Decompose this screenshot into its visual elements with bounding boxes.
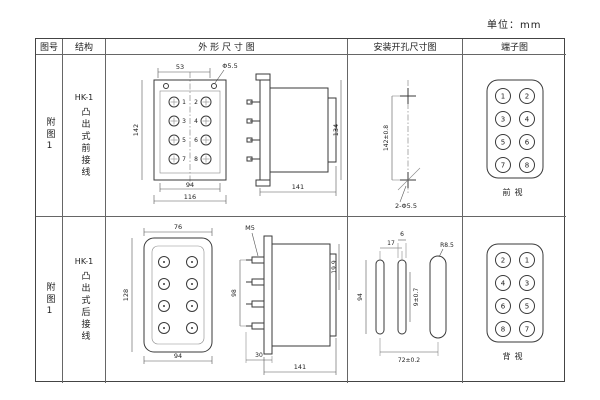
row1-terminal-1: 1 (182, 99, 186, 106)
row2-dim-height: 128 (122, 289, 130, 301)
row1-dim-depth: 141 (291, 183, 303, 191)
row2-outline-cell: 76 128 94 (106, 217, 348, 383)
row1-terminal-5: 5 (182, 137, 186, 144)
row2-fig-cell: 附图1 (36, 217, 63, 383)
header-fig-no: 图号 (36, 39, 63, 55)
row2-dim-bottom-width: 94 (173, 352, 181, 360)
row2-term-r3: 5 (524, 303, 528, 311)
row2-mount-corner-radius: R8.5 (440, 242, 454, 249)
row1-term-l3: 5 (500, 138, 504, 146)
row2-dim-side-height: 98 (231, 289, 238, 297)
row1-structure-cell: HK-1 凸出式前接线 (63, 55, 106, 217)
row2-mount-cell: 17 6 R8.5 94 9±0.7 72±0.2 (348, 217, 463, 383)
row2-terminal-cell: 2 1 4 3 6 5 8 7 背视 (463, 217, 566, 383)
row2-model: HK-1 (74, 257, 94, 266)
row1-term-l4: 7 (500, 161, 504, 169)
row2-mount-slot-width: 6 (400, 231, 404, 238)
row1-outline-cell: 53 Φ5.5 1 2 3 (106, 55, 348, 217)
row2-mount-slot-length: 94 (357, 293, 364, 301)
row1-terminal-diagram: 1 2 3 4 5 6 7 8 (486, 79, 543, 178)
row1-terminal-2: 2 (194, 99, 198, 106)
row1-mount-holes: 2-Φ5.5 (395, 202, 417, 210)
row1-front-view: 53 Φ5.5 1 2 3 (132, 62, 237, 204)
row2-fig-no: 附图1 (44, 281, 55, 319)
row2-term-l4: 8 (500, 326, 504, 334)
row2-term-r2: 3 (524, 280, 528, 288)
header-mount: 安装开孔尺寸图 (348, 39, 463, 55)
row2-dim-depth-front: 30 (255, 352, 263, 359)
row2-dim-screw: M5 (245, 224, 255, 232)
row1-side-view: 141 134 (246, 73, 341, 196)
unit-label: 单位：mm (487, 20, 542, 31)
row1-outline-drawing: 53 Φ5.5 1 2 3 (132, 62, 341, 204)
row1-terminal-8: 8 (194, 156, 198, 163)
row2-term-r4: 7 (524, 326, 528, 334)
row2-dim-top-width: 76 (173, 223, 181, 231)
row1-mount-drawing: 142±0.8 2-Φ5.5 (383, 79, 420, 210)
spec-table: 图号 结构 外 形 尺 寸 图 安装开孔尺寸图 端子图 附图1 HK-1 凸出式… (35, 38, 566, 383)
row2-term-l1: 2 (500, 257, 504, 265)
row1-term-l1: 1 (500, 92, 504, 100)
row2-term-r1: 1 (524, 257, 528, 265)
row2-mount-offset: 9±0.7 (413, 288, 420, 307)
row2-dim-depth: 141 (293, 363, 305, 371)
header-structure: 结构 (63, 39, 106, 55)
row1-dim-hole: Φ5.5 (222, 62, 237, 70)
row1-term-r2: 4 (524, 115, 529, 123)
row2-mount-drawing: 17 6 R8.5 94 9±0.7 72±0.2 (357, 231, 454, 364)
row2-term-l3: 6 (500, 303, 505, 311)
row1-structure-text: 凸出式前接线 (79, 106, 90, 179)
row1-dim-top-width: 53 (175, 63, 183, 71)
row1-dim-inner-width: 94 (185, 181, 193, 189)
row1-dim-height: 142 (132, 123, 140, 135)
row2-terminal-caption: 背视 (502, 352, 527, 361)
row2-mount-spacing: 72±0.2 (397, 357, 419, 364)
row2-front-view: 76 128 94 (122, 223, 212, 364)
row1-dim-side-height: 134 (332, 123, 340, 135)
row1-terminal-6: 6 (194, 137, 198, 144)
row2-structure-text: 凸出式后接线 (79, 271, 90, 343)
row1-terminal-3: 3 (182, 118, 186, 125)
row1-mount-spacing: 142±0.8 (383, 124, 390, 150)
row2-dim-terminal-pitch: 19.9 (331, 260, 338, 274)
row1-model: HK-1 (74, 92, 94, 102)
row1-term-r3: 6 (524, 138, 529, 146)
row2-outline-drawing: 76 128 94 (122, 223, 339, 375)
row2-mount-edge-offset: 17 (387, 240, 395, 247)
row1-fig-no: 附图1 (44, 117, 55, 154)
row2-side-view: M5 98 19.9 (231, 224, 339, 375)
row1-terminal-cell: 1 2 3 4 5 6 7 8 前视 (463, 55, 566, 217)
row1-terminal-7: 7 (182, 156, 186, 163)
row1-term-l2: 3 (500, 115, 504, 123)
header-outline: 外 形 尺 寸 图 (106, 39, 348, 55)
row2-structure-cell: HK-1 凸出式后接线 (63, 217, 106, 383)
row1-term-r1: 2 (524, 92, 528, 100)
row1-dim-outer-width: 116 (183, 193, 195, 201)
row2-term-l2: 4 (500, 280, 505, 288)
row2-terminal-diagram: 2 1 4 3 6 5 8 7 (486, 243, 543, 343)
header-terminal: 端子图 (463, 39, 566, 55)
row1-term-r4: 8 (524, 161, 528, 169)
row1-terminal-4: 4 (194, 118, 198, 125)
row1-fig-cell: 附图1 (36, 55, 63, 217)
row1-mount-cell: 142±0.8 2-Φ5.5 (348, 55, 463, 217)
row1-terminal-caption: 前视 (502, 187, 527, 197)
